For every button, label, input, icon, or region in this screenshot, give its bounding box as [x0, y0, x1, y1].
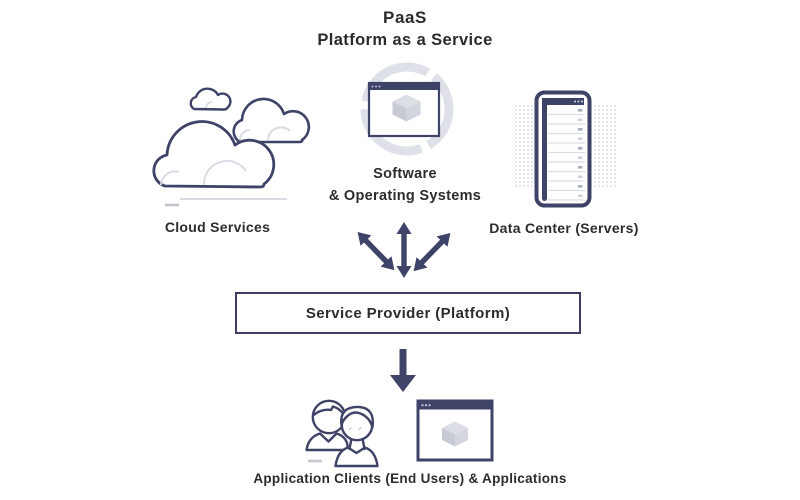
cube-icon — [392, 94, 421, 122]
cycle-app-window-icon — [360, 62, 454, 156]
cube-icon — [442, 421, 468, 447]
data-center-label: Data Center (Servers) — [489, 220, 639, 236]
service-provider-label: Service Provider (Platform) — [305, 304, 511, 322]
window-titlebar — [369, 83, 439, 90]
app-window-icon — [416, 399, 494, 462]
software-os-label-line1: Software — [373, 166, 437, 182]
service-provider-box: Service Provider (Platform) — [235, 292, 581, 334]
three-bidirectional-arrows-icon — [357, 222, 451, 278]
end-users-icon — [305, 399, 379, 468]
title-acronym: PaaS — [383, 8, 427, 27]
cloud-services-label: Cloud Services — [164, 219, 271, 235]
server-slot-leds — [578, 109, 583, 198]
server-rack-icon — [534, 90, 592, 208]
software-os-label-line2: & Operating Systems — [328, 188, 482, 204]
diagram-title: PaaS Platform as a Service — [0, 8, 800, 50]
title-subtitle: Platform as a Service — [317, 31, 493, 49]
clouds-icon — [152, 87, 311, 207]
server-slot-lines — [548, 113, 585, 201]
software-os-label: Software & Operating Systems — [305, 163, 505, 207]
face-detail — [348, 426, 362, 431]
down-arrow-icon — [390, 349, 416, 392]
application-clients-label: Application Clients (End Users) & Applic… — [253, 471, 567, 486]
